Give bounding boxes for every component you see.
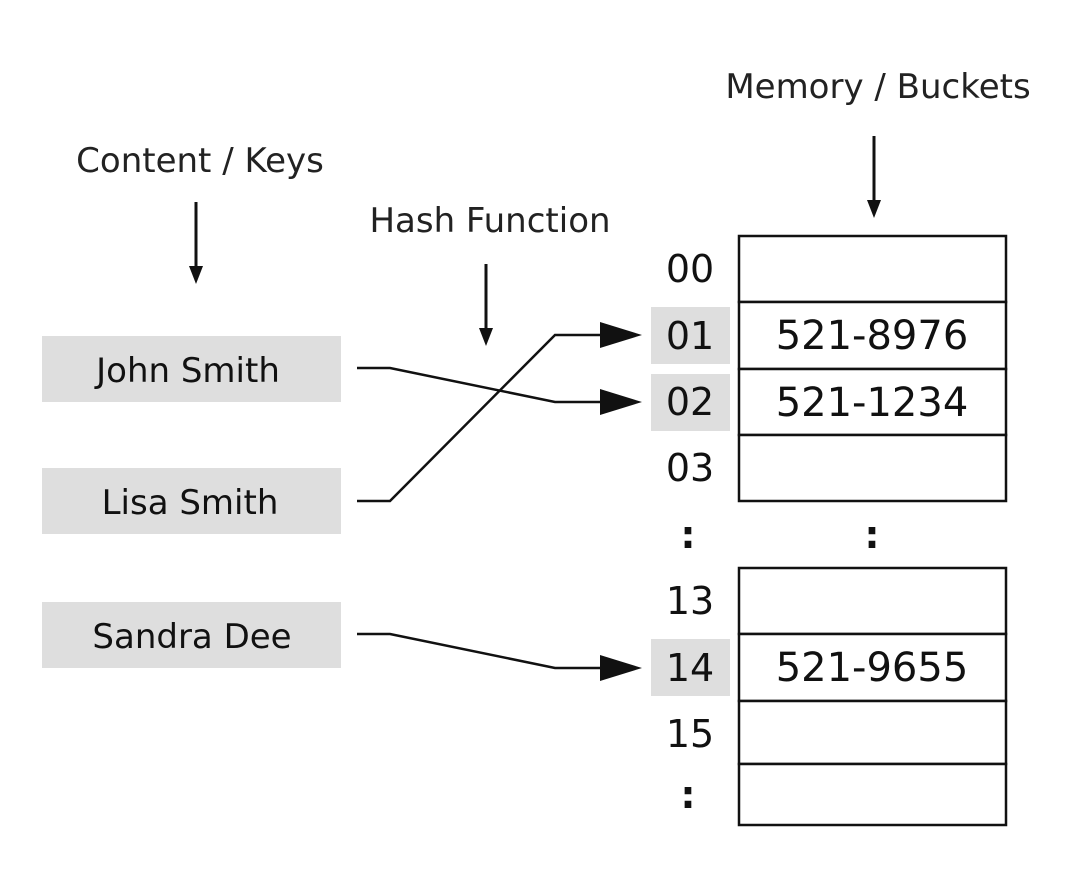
- bucket-index: 15: [666, 712, 714, 756]
- index-highlight-02: [651, 374, 730, 431]
- bucket-index: 03: [666, 446, 714, 490]
- key-john-smith: John Smith: [42, 336, 341, 402]
- index-trailing-ellipsis: :: [680, 773, 695, 817]
- mapping-lisa-smith-to-01: [357, 322, 642, 503]
- bucket-02: 521-1234: [737, 367, 1008, 437]
- bucket-01: 521-8976: [737, 300, 1008, 371]
- key-sandra-dee: Sandra Dee: [42, 602, 341, 668]
- memory-buckets-arrow: [867, 136, 881, 218]
- hash-function-header: Hash Function: [369, 201, 610, 241]
- bucket-value: 521-9655: [776, 645, 969, 691]
- bucket-trailing: [737, 762, 1008, 827]
- index-highlight-01: [651, 307, 730, 364]
- key-lisa-smith: Lisa Smith: [42, 468, 341, 534]
- content-keys-header: Content / Keys: [76, 141, 324, 181]
- index-highlight-14: [651, 639, 730, 696]
- bucket-03: [737, 433, 1008, 503]
- key-label: John Smith: [94, 351, 280, 391]
- mapping-john-smith-to-02: [357, 366, 642, 415]
- bucket-index: 14: [666, 646, 714, 690]
- bucket-00: [737, 234, 1008, 304]
- bucket-ellipsis: :: [864, 513, 879, 557]
- bucket-15: [737, 699, 1008, 766]
- content-keys-arrow: [189, 202, 203, 284]
- bucket-13: [737, 566, 1008, 636]
- bucket-index: 00: [666, 247, 714, 291]
- key-label: Sandra Dee: [92, 617, 291, 657]
- hash-function-arrow: [479, 264, 493, 346]
- bucket-value: 521-8976: [776, 313, 969, 359]
- bucket-index: 02: [666, 380, 714, 424]
- bucket-index: 13: [666, 579, 714, 623]
- bucket-value: 521-1234: [776, 380, 969, 426]
- bucket-index: 01: [666, 314, 714, 358]
- index-ellipsis: :: [680, 513, 695, 557]
- key-label: Lisa Smith: [102, 483, 279, 523]
- bucket-14: 521-9655: [737, 632, 1008, 703]
- memory-buckets-header: Memory / Buckets: [725, 67, 1030, 107]
- mapping-sandra-dee-to-14: [357, 632, 642, 681]
